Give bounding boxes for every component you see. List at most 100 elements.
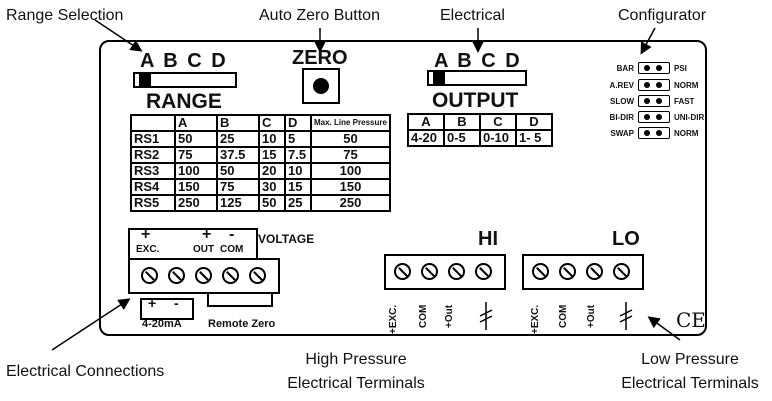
table-cell: 250 (174, 194, 218, 212)
current-plus: + (148, 295, 157, 311)
range-letter-d: D (211, 50, 228, 72)
table-cell: 10 (284, 162, 312, 180)
lo-ground-symbol (619, 302, 633, 330)
table-cell: RS4 (130, 178, 176, 196)
terminal-screw[interactable] (532, 263, 549, 280)
table-cell: 7.5 (284, 146, 312, 164)
range-header-a: A (174, 114, 218, 132)
terminal-screw[interactable] (475, 263, 492, 280)
output-header-d: D (515, 113, 553, 131)
table-cell: 75 (216, 178, 260, 196)
voltage-label-block (128, 228, 258, 262)
zero-label: ZERO (292, 47, 348, 69)
table-cell: 50 (310, 130, 391, 148)
current-label: 4-20mA (142, 318, 182, 330)
terminal-screw[interactable] (559, 263, 576, 280)
callout-low-pressure-line1: Low Pressure (641, 351, 739, 368)
jumper-slow-fast[interactable] (638, 95, 670, 107)
voltage-out-label: OUT (193, 244, 215, 255)
jumper-swap-norm[interactable] (638, 127, 670, 139)
table-cell: RS2 (130, 146, 176, 164)
output-header-c: C (479, 113, 517, 131)
table-cell: 15 (284, 178, 312, 196)
jumper-bidir-unidir[interactable] (638, 111, 670, 123)
current-minus: - (174, 295, 179, 311)
cfg-label-right: UNI-DIR (674, 113, 705, 122)
cfg-label-left: SWAP (610, 129, 634, 138)
callout-high-pressure-line1: High Pressure (305, 351, 407, 368)
terminal-screw[interactable] (249, 267, 266, 284)
jumper-arev-norm[interactable] (638, 79, 670, 91)
terminal-screw[interactable] (586, 263, 603, 280)
lo-title: LO (612, 228, 640, 250)
table-cell: 5 (284, 130, 312, 148)
table-cell: RS3 (130, 162, 176, 180)
lo-terminal-out-label: +Out (586, 304, 597, 328)
table-cell: 50 (216, 162, 260, 180)
table-cell: 125 (216, 194, 260, 212)
voltage-com-label: COM (220, 244, 244, 255)
remote-zero-label: Remote Zero (208, 318, 276, 330)
lo-terminal-block (522, 254, 644, 290)
range-header-b: B (216, 114, 260, 132)
table-cell: 50 (258, 194, 286, 212)
output-switch-knob[interactable] (433, 71, 445, 85)
table-cell: 75 (174, 146, 218, 164)
cfg-label-right: FAST (674, 97, 695, 106)
table-cell: 50 (174, 130, 218, 148)
table-cell: 37.5 (216, 146, 260, 164)
output-header-b: B (443, 113, 481, 131)
output-letter-d: D (505, 50, 522, 72)
range-header-max-line-pressure: Max. Line Pressure (310, 114, 391, 132)
terminal-screw[interactable] (448, 263, 465, 280)
table-cell: 150 (310, 178, 391, 196)
voltage-minus-com: - (229, 226, 235, 243)
range-table-header: A B C D Max. Line Pressure (130, 114, 391, 132)
jumper-bar-psi[interactable] (638, 62, 670, 74)
output-letter-c: C (481, 50, 498, 72)
table-cell: 4-20 (407, 129, 445, 147)
range-title: RANGE (146, 90, 222, 113)
terminal-screw[interactable] (141, 267, 158, 284)
table-cell: 25 (284, 194, 312, 212)
cfg-label-left: BAR (616, 64, 634, 73)
lo-terminal-com-label: COM (558, 304, 569, 328)
terminal-screw[interactable] (168, 267, 185, 284)
terminal-screw[interactable] (613, 263, 630, 280)
output-letter-b: B (457, 50, 474, 72)
cfg-label-right: NORM (674, 129, 699, 138)
callout-auto-zero-button: Auto Zero Button (259, 7, 380, 24)
range-selector-switch[interactable] (133, 72, 237, 88)
device-panel (99, 40, 707, 336)
table-cell: 15 (258, 146, 286, 164)
cfg-label-left: SLOW (610, 97, 634, 106)
table-cell: 25 (216, 130, 260, 148)
range-letter-b: B (163, 50, 180, 72)
range-letter-a: A (140, 50, 156, 72)
range-switch-knob[interactable] (139, 73, 151, 87)
connection-terminal-block (128, 258, 280, 294)
output-selector-switch[interactable] (427, 70, 527, 86)
table-cell: RS5 (130, 194, 176, 212)
terminal-screw[interactable] (222, 267, 239, 284)
hi-ground-symbol (479, 302, 493, 330)
terminal-screw[interactable] (394, 263, 411, 280)
callout-range-selection: Range Selection (6, 7, 124, 24)
terminal-screw[interactable] (421, 263, 438, 280)
zero-button[interactable] (302, 68, 340, 104)
range-letters: A B C D (140, 50, 228, 73)
terminal-screw[interactable] (195, 267, 212, 284)
callout-electrical: Electrical (440, 7, 505, 24)
table-cell: 0-5 (443, 129, 481, 147)
cfg-label-left: A.REV (609, 81, 634, 90)
output-table-header: A B C D (407, 113, 553, 131)
voltage-plus-out: + (202, 226, 212, 243)
range-selection-arrow (94, 19, 143, 52)
table-row: 4-20 0-5 0-10 1- 5 (407, 129, 553, 147)
